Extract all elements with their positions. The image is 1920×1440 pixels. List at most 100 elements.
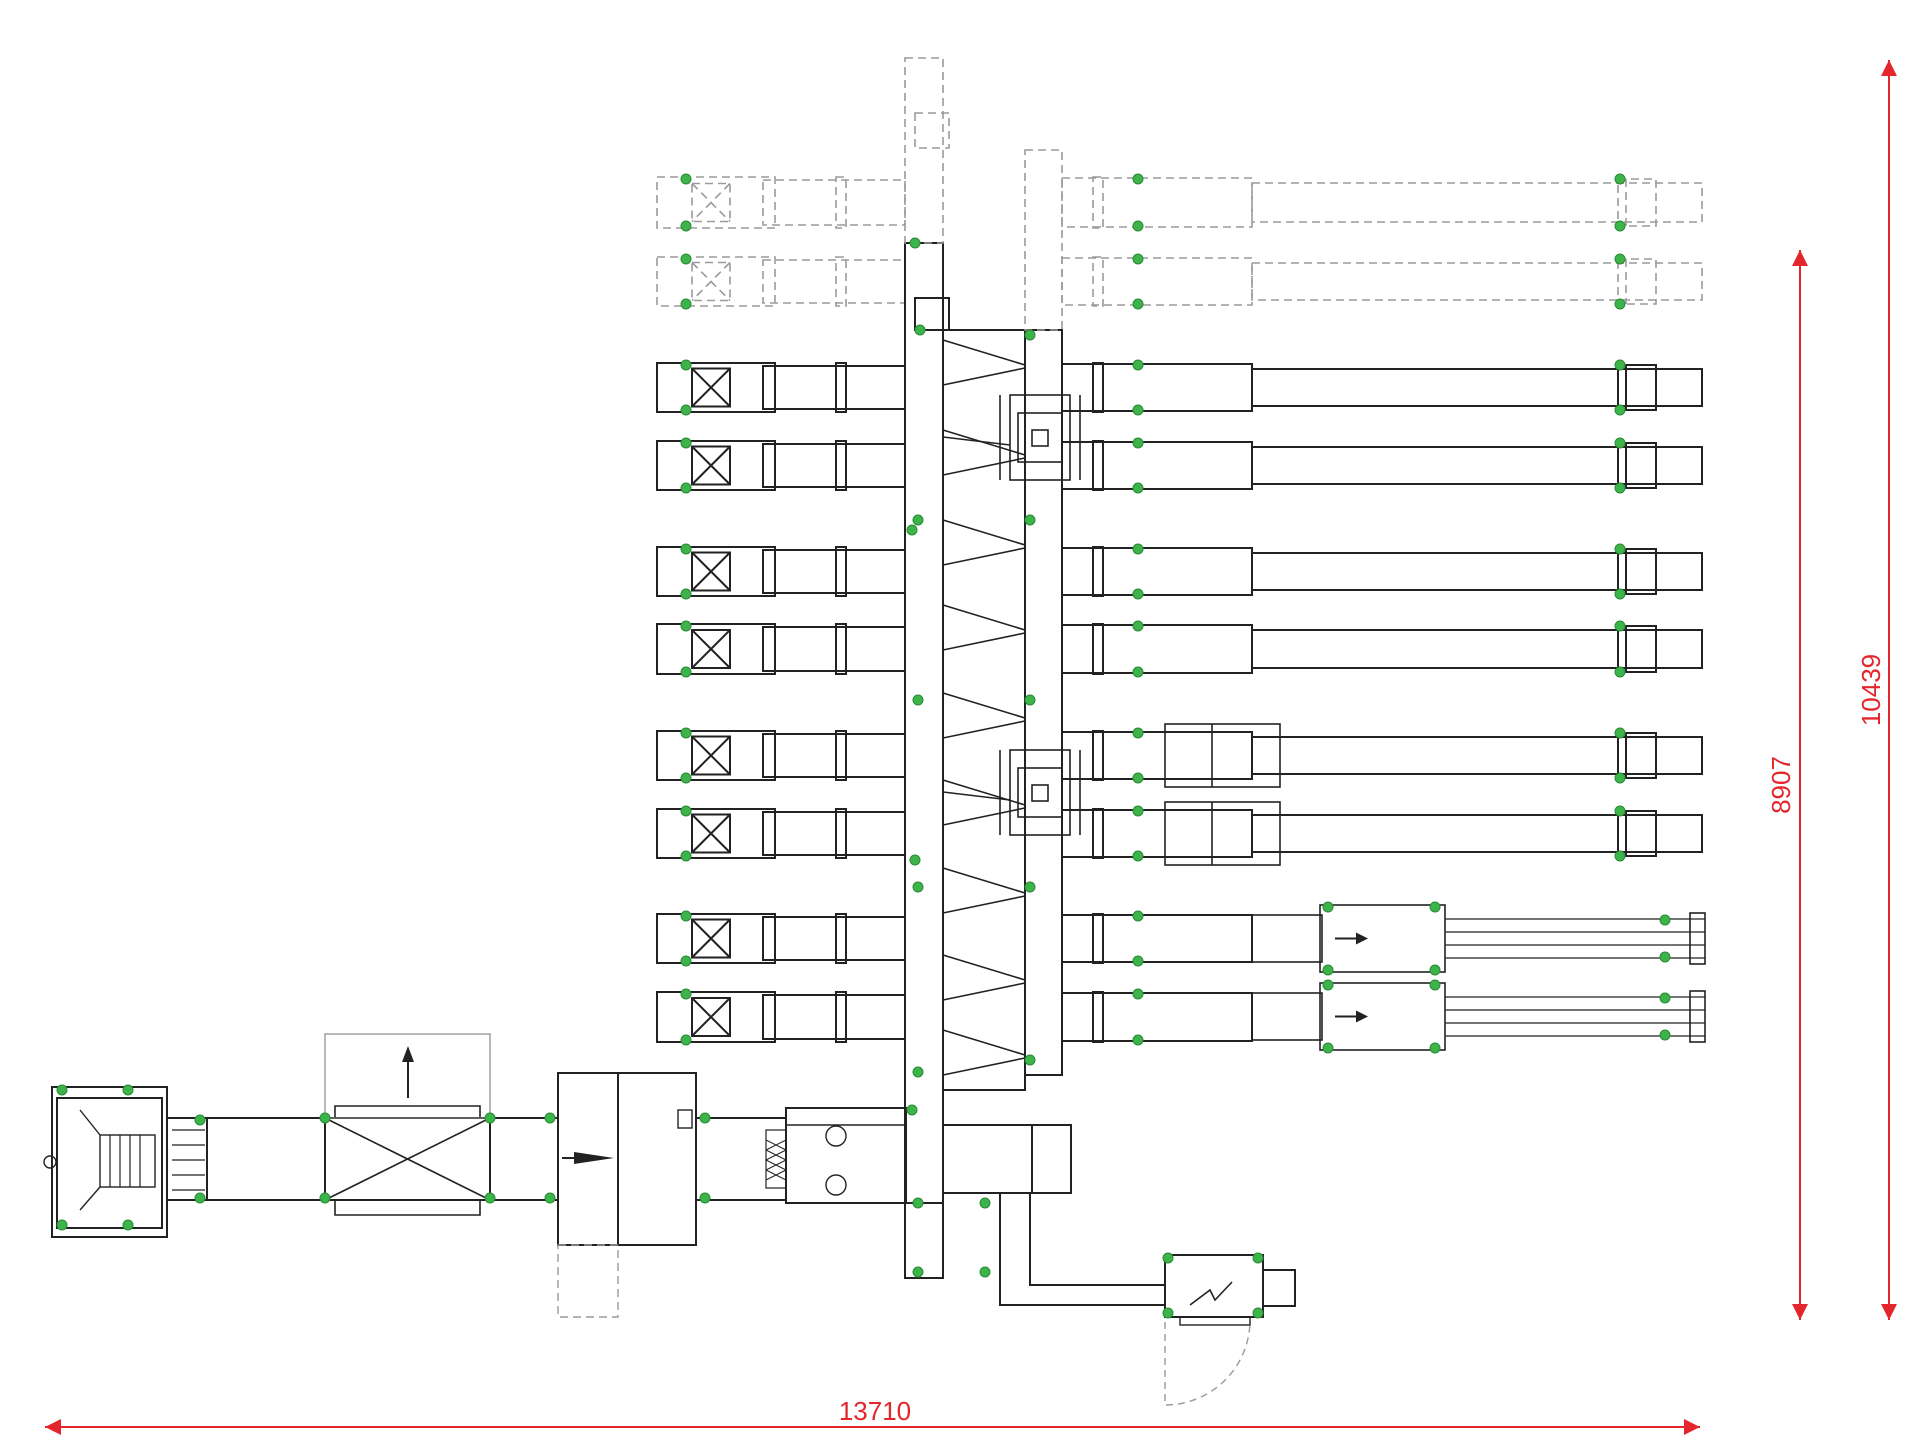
sensor-dot (1132, 772, 1144, 784)
right-arrow-icon (1356, 932, 1368, 945)
sensor-dot (1132, 482, 1144, 494)
sensor-dot (1132, 666, 1144, 678)
sensor-dot (1429, 979, 1441, 991)
spine-head-box (914, 297, 950, 331)
sensor-dot (680, 173, 692, 185)
lane (656, 362, 1703, 413)
sensor-dot (1132, 988, 1144, 1000)
sensor-dot (1322, 901, 1334, 913)
sensor-dot (912, 1066, 924, 1078)
sensor-dot (1614, 482, 1626, 494)
spine-future-column (904, 57, 944, 244)
sensor-dot (1614, 805, 1626, 817)
shuttle-unit (1251, 982, 1706, 1051)
sensor-dot (1614, 253, 1626, 265)
infeed-conveyor-4 (785, 1107, 907, 1204)
sensor-dot (1132, 620, 1144, 632)
sensor-dot (680, 220, 692, 232)
sensor-dot (1614, 620, 1626, 632)
power-icon (1189, 1281, 1233, 1306)
sensor-dot (1614, 543, 1626, 555)
sensor-dot (1132, 955, 1144, 967)
transfer-units (942, 394, 1081, 836)
sensor-dot (680, 298, 692, 310)
sensor-dot (1429, 901, 1441, 913)
sensor-dot (680, 437, 692, 449)
sensor-dot (484, 1192, 496, 1204)
sensor-dot (1614, 404, 1626, 416)
sensor-dot (319, 1112, 331, 1124)
sensor-dot (1429, 1042, 1441, 1054)
control-cabinet-body (1164, 1254, 1264, 1318)
width-dimension-label: 13710 (839, 1396, 911, 1426)
sensor-dot (1429, 964, 1441, 976)
sensor-dot (56, 1084, 68, 1096)
sensor-dot (680, 727, 692, 739)
sensor-dot (1132, 850, 1144, 862)
sensor-dot (1252, 1307, 1264, 1319)
sensor-dot (912, 1197, 924, 1209)
sensor-dot (1132, 805, 1144, 817)
lane (656, 623, 1703, 675)
sensor-dot (484, 1112, 496, 1124)
sensor-dot (1132, 543, 1144, 555)
up-arrow-icon (402, 1046, 414, 1062)
sensor-dot (319, 1192, 331, 1204)
sensor-dot (1614, 437, 1626, 449)
lane (656, 913, 1253, 964)
sensor-dot (699, 1112, 711, 1124)
sensors (56, 173, 1671, 1319)
sensor-dot (1614, 772, 1626, 784)
sensor-dot (1132, 220, 1144, 232)
sensor-dot (1024, 1054, 1036, 1066)
lane (656, 808, 1703, 859)
sensor-dot (194, 1192, 206, 1204)
sensor-dot (1322, 1042, 1334, 1054)
roller-icon (825, 1174, 847, 1196)
spine-future-extension (904, 57, 1063, 331)
sensor-dot (680, 253, 692, 265)
sensor-dot (1132, 588, 1144, 600)
sensor-dot (1132, 298, 1144, 310)
sensor-dot (680, 588, 692, 600)
lane (656, 546, 1703, 597)
sensor-dot (1614, 220, 1626, 232)
spine-column (904, 242, 944, 1279)
transfer-unit (942, 749, 1081, 836)
sensor-dot (912, 514, 924, 526)
sensor-dot (56, 1219, 68, 1231)
lane (656, 440, 1703, 491)
sensor-dot (544, 1112, 556, 1124)
sensor-dot (680, 404, 692, 416)
sensor-dot (699, 1192, 711, 1204)
sensor-dot (1252, 1252, 1264, 1264)
sensor-dot (680, 910, 692, 922)
sensor-dot (1132, 359, 1144, 371)
sensor-dot (1024, 881, 1036, 893)
sensor-dot (909, 237, 921, 249)
robot-cell-inner (56, 1097, 163, 1229)
sensor-dot (680, 955, 692, 967)
shuttle-units (1164, 723, 1706, 1051)
sensor-dot (1132, 727, 1144, 739)
sensor-dot (122, 1084, 134, 1096)
active-height-dimension-label: 8907 (1766, 756, 1796, 814)
sensor-dot (1132, 437, 1144, 449)
active-lanes (656, 362, 1703, 1043)
future-lane (656, 176, 1703, 229)
main-spine (904, 242, 1063, 1279)
sensor-dot (680, 359, 692, 371)
sensor-dot (1659, 951, 1671, 963)
sensor-dot (680, 1034, 692, 1046)
roller-icon (825, 1125, 847, 1147)
sensor-dot (1024, 694, 1036, 706)
overall-height-dimension-label: 10439 (1856, 654, 1886, 726)
gripper-head (99, 1134, 156, 1188)
sensor-dot (1024, 514, 1036, 526)
sensor-dot (912, 881, 924, 893)
sensor-dot (1614, 173, 1626, 185)
spine-future-box (914, 112, 950, 149)
sensor-dot (914, 324, 926, 336)
sensor-dot (680, 772, 692, 784)
sensor-dot (1132, 1034, 1144, 1046)
